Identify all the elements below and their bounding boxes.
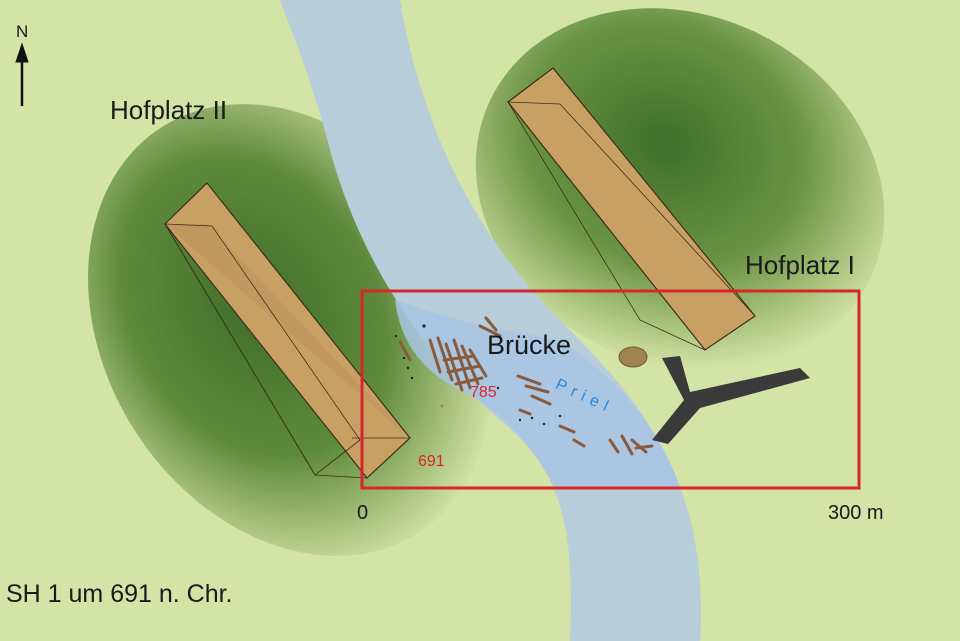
bridge-timbers [398, 316, 654, 456]
bridge-posts [394, 324, 562, 426]
scale-start-label: 0 [357, 502, 369, 524]
bridge-label: Brücke [487, 330, 572, 360]
house-hofplatz-1 [507, 67, 756, 351]
excavation-frame [360, 289, 861, 490]
house-hofplatz-2 [164, 182, 411, 479]
date-label-785: 785 [470, 384, 497, 401]
site-label-hofplatz-1: Hofplatz I [745, 250, 855, 280]
ditch-path [652, 356, 810, 444]
pond [618, 346, 648, 368]
channel-highlight [395, 300, 680, 488]
north-arrow-icon [15, 42, 29, 106]
date-label-691: 691 [418, 453, 445, 470]
site-label-hofplatz-2: Hofplatz II [110, 95, 228, 125]
north-label: N [16, 22, 29, 41]
period-caption: SH 1 um 691 n. Chr. [6, 580, 233, 608]
scale-end-label: 300 m [828, 502, 884, 524]
